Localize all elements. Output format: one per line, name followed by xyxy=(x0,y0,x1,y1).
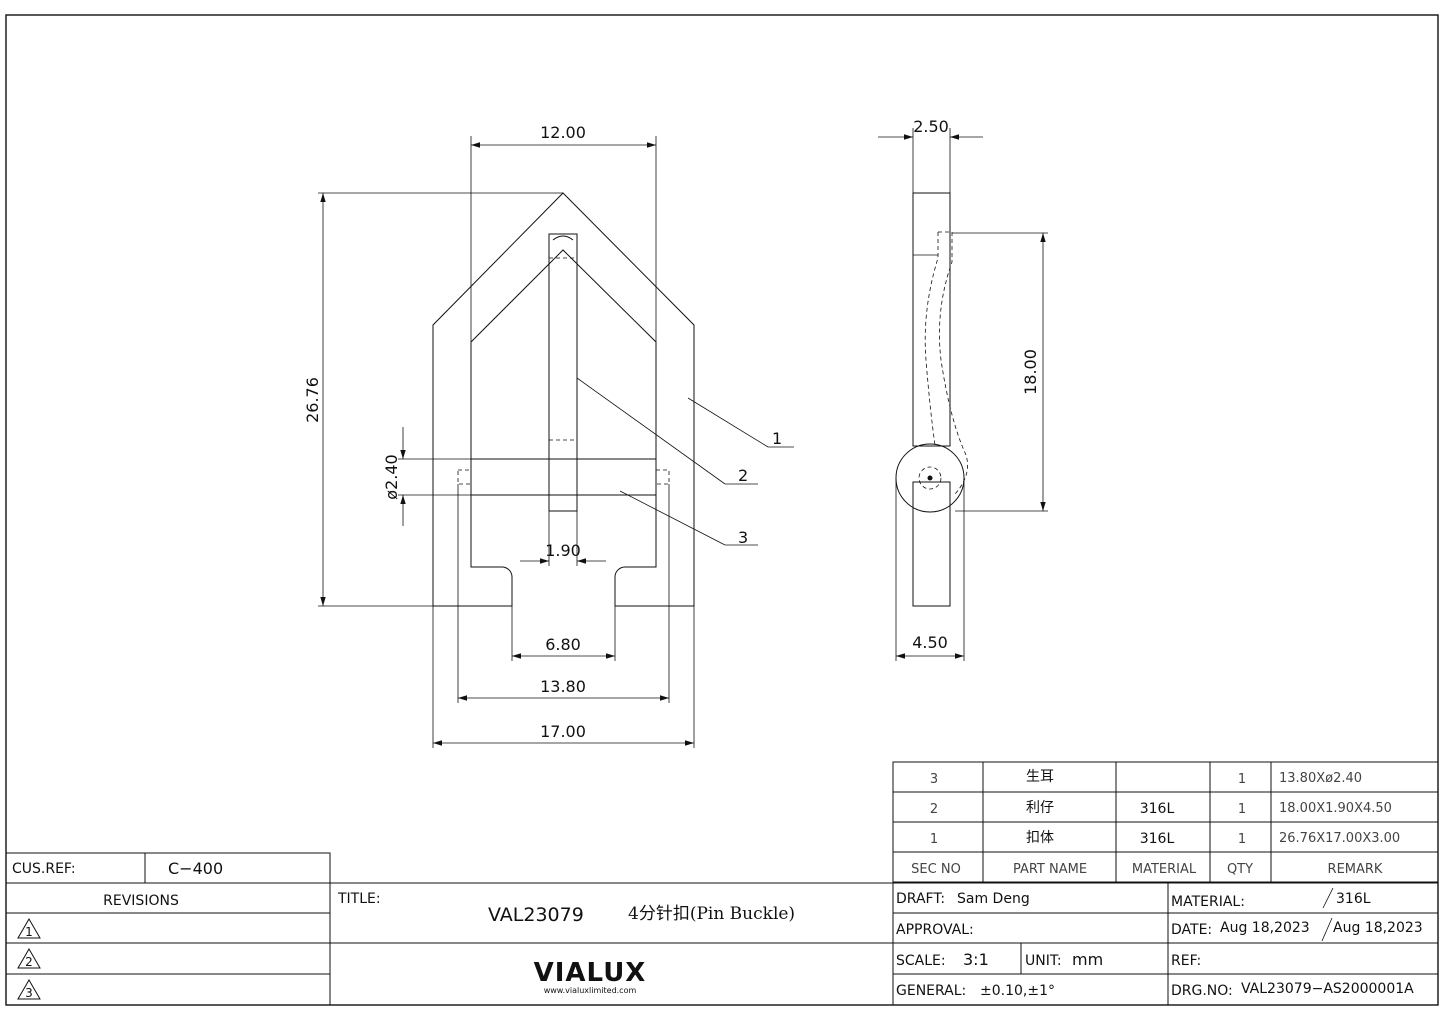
ref-label: REF: xyxy=(1171,953,1201,969)
vialux-logo: VIALUX xyxy=(534,958,647,988)
side-frame-upper xyxy=(912,192,951,447)
bom-row-2-material: 316L xyxy=(1140,801,1175,817)
draft-label: DRAFT: xyxy=(896,891,945,907)
revision-triangle-1: 1 xyxy=(17,918,41,939)
bom-header-remark: REMARK xyxy=(1328,862,1383,877)
dim-tongue-width: 1.90 xyxy=(545,541,581,560)
bom-header-qty: QTY xyxy=(1227,862,1253,877)
draft-value: Sam Deng xyxy=(957,891,1030,907)
dim-height: 26.76 xyxy=(303,377,322,423)
svg-text:2: 2 xyxy=(25,955,33,969)
dim-pin-length: 13.80 xyxy=(540,677,586,696)
side-frame-lower xyxy=(912,481,951,607)
dim-width-top: 12.00 xyxy=(540,123,586,142)
side-tongue-profile xyxy=(938,231,968,495)
general-label: GENERAL: xyxy=(896,983,966,999)
callout-1: 1 xyxy=(772,429,782,448)
revisions-label: REVISIONS xyxy=(103,893,179,909)
vialux-url: www.vialuxlimited.com xyxy=(544,986,637,995)
bom-row-3-qty: 1 xyxy=(1238,772,1246,787)
date-value-2: Aug 18,2023 xyxy=(1333,920,1423,936)
pin-end-right xyxy=(655,469,670,485)
revision-triangle-2: 2 xyxy=(17,948,41,969)
bom-row-1-remark: 26.76X17.00X3.00 xyxy=(1279,831,1400,846)
sheet-border xyxy=(5,14,1439,1006)
callout-3: 3 xyxy=(738,528,748,547)
cus-ref-value: C−400 xyxy=(168,859,223,878)
material-value: 316L xyxy=(1336,891,1371,907)
bom-row-1-sec: 1 xyxy=(930,832,938,847)
bom-row-3-remark: 13.80Xø2.40 xyxy=(1279,771,1362,786)
bom-row-3-sec: 3 xyxy=(930,772,938,787)
scale-label: SCALE: xyxy=(896,953,946,969)
dim-thickness-bottom: 4.50 xyxy=(912,633,948,652)
bom-row-3-part: 生耳 xyxy=(1026,769,1054,785)
tongue-body xyxy=(548,233,578,512)
title-name: 4分针扣(Pin Buckle) xyxy=(628,904,795,924)
bom-row-2-remark: 18.00X1.90X4.50 xyxy=(1279,801,1392,816)
cus-ref-label: CUS.REF: xyxy=(12,861,76,877)
title-label: TITLE: xyxy=(337,891,381,907)
bom-row-1-part: 扣体 xyxy=(1026,830,1054,846)
hinge-pin xyxy=(918,466,942,490)
callout-2: 2 xyxy=(738,466,748,485)
bom-header-part: PART NAME xyxy=(1013,862,1087,877)
dim-slot-width: 6.80 xyxy=(545,635,581,654)
unit-label: UNIT: xyxy=(1025,953,1062,969)
dim-tongue-length: 18.00 xyxy=(1021,349,1040,395)
bom-table: 3 生耳 1 13.80Xø2.40 2 利仔 316L 1 18.00X1.9… xyxy=(892,761,1439,883)
buckle-outline xyxy=(432,192,695,607)
bom-row-1-qty: 1 xyxy=(1238,832,1246,847)
general-value: ±0.10,±1° xyxy=(980,983,1055,999)
tongue-tip xyxy=(552,235,574,241)
bom-header-sec: SEC NO xyxy=(911,862,961,877)
title-block: CUS.REF: C−400 REVISIONS 1 2 3 TITLE: VA… xyxy=(5,852,1439,1006)
bom-row-1-material: 316L xyxy=(1140,831,1175,847)
drg-no-value: VAL23079−AS2000001A xyxy=(1241,981,1414,997)
date-value-1: Aug 18,2023 xyxy=(1220,920,1310,936)
front-view: 12.00 26.76 ø2.40 1.90 6.80 13.80 17.00 xyxy=(303,123,794,748)
side-view: 2.50 18.00 4.50 xyxy=(878,117,1048,661)
dim-total-width: 17.00 xyxy=(540,722,586,741)
dim-thickness-top: 2.50 xyxy=(913,117,949,136)
scale-value: 3:1 xyxy=(963,950,989,969)
bom-row-2-part: 利仔 xyxy=(1026,800,1054,816)
material-label: MATERIAL: xyxy=(1171,894,1245,910)
unit-value: mm xyxy=(1072,950,1103,969)
bom-row-2-sec: 2 xyxy=(930,802,938,817)
date-label: DATE: xyxy=(1171,922,1212,938)
dim-pin-diameter: ø2.40 xyxy=(382,454,401,499)
svg-text:1: 1 xyxy=(25,925,33,939)
pin-end-left xyxy=(457,469,472,485)
pin-bar xyxy=(470,458,657,496)
approval-label: APPROVAL: xyxy=(896,922,974,938)
revision-triangle-3: 3 xyxy=(17,979,41,1000)
svg-text:3: 3 xyxy=(25,986,33,1000)
title-code: VAL23079 xyxy=(488,904,584,926)
drg-no-label: DRG.NO: xyxy=(1171,983,1233,999)
bom-row-2-qty: 1 xyxy=(1238,802,1246,817)
bom-header-material: MATERIAL xyxy=(1132,862,1197,877)
